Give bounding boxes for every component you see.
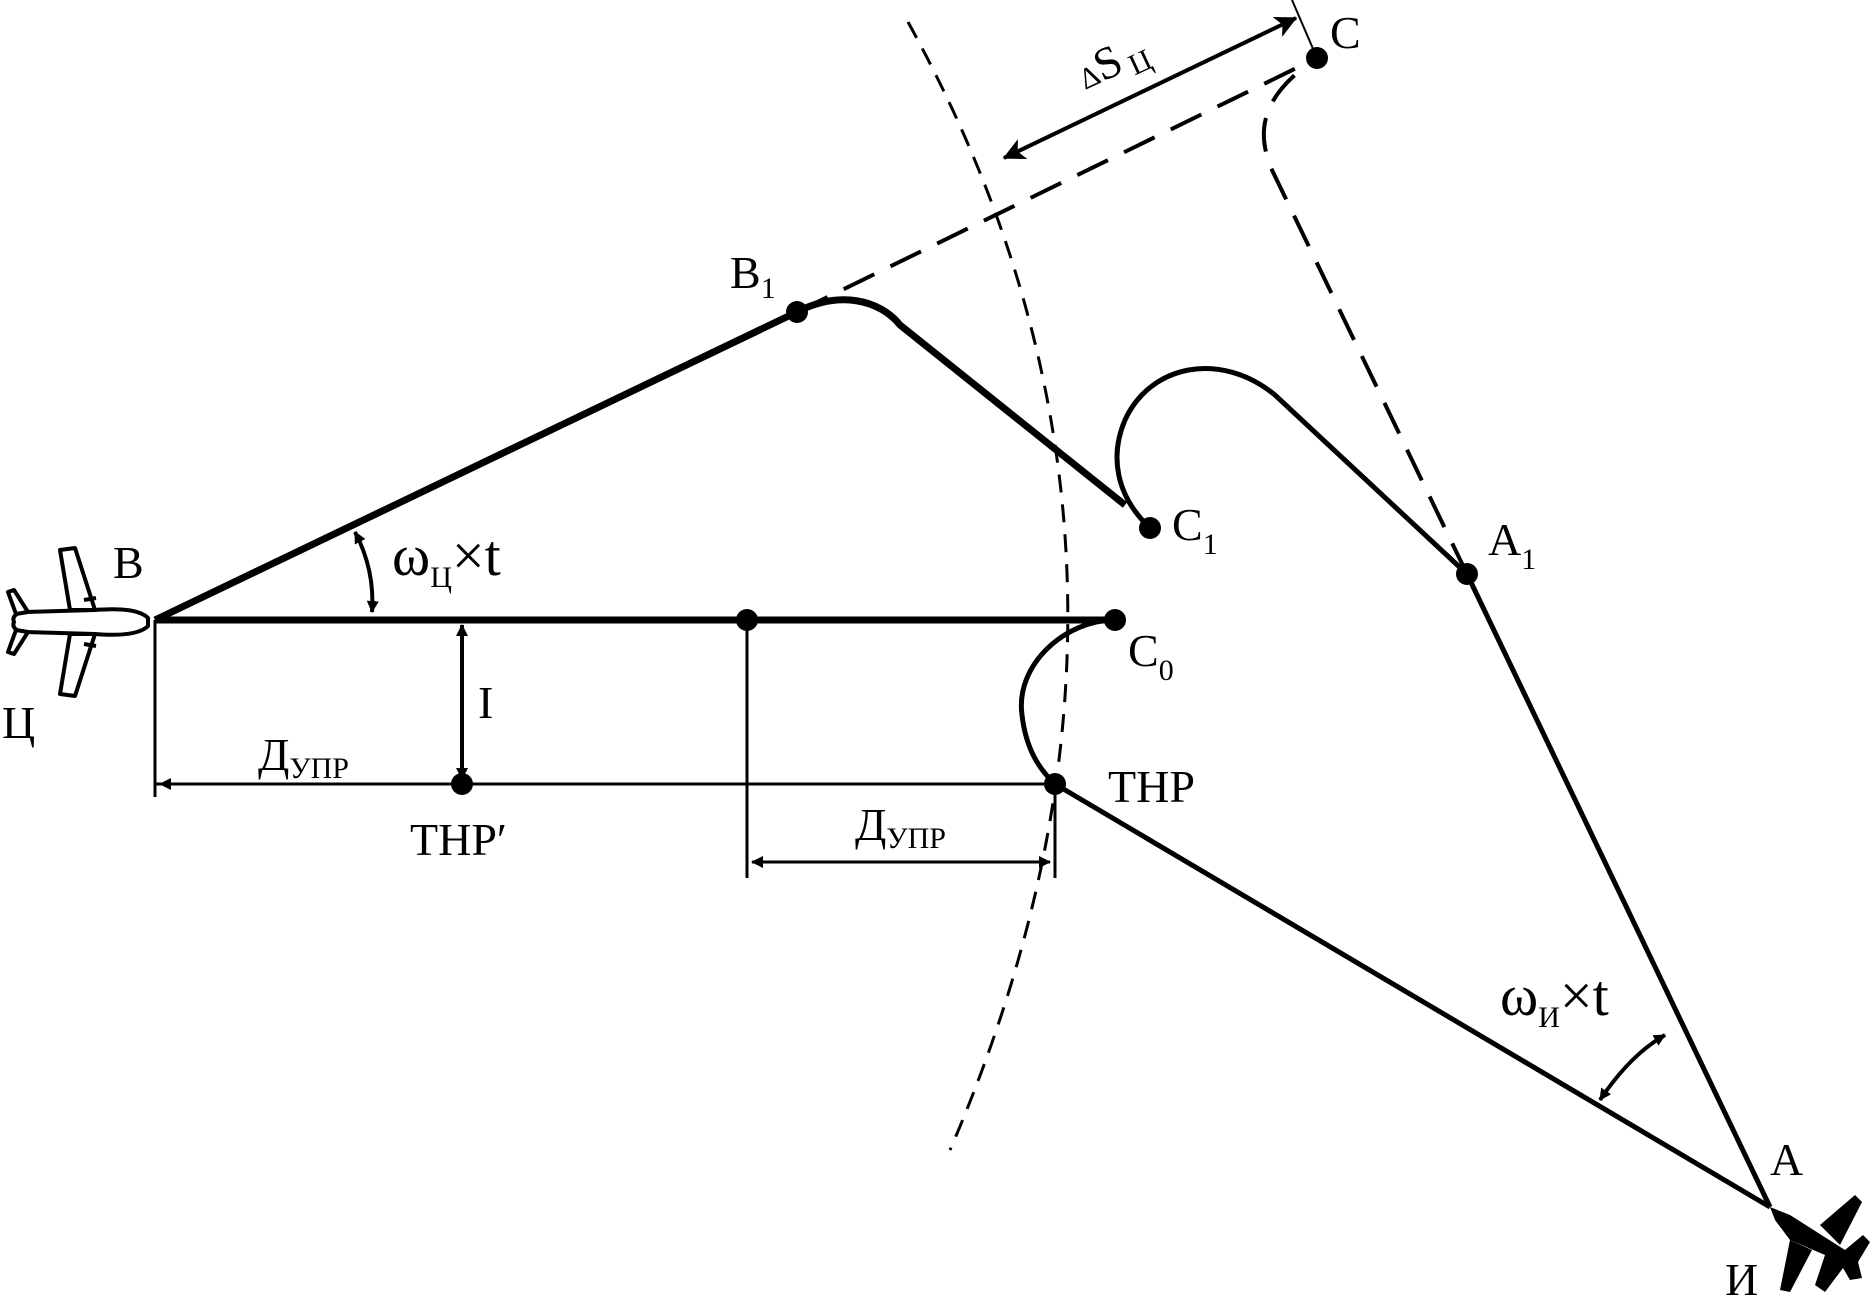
label-b1: В1 [730,247,776,305]
target-aircraft-icon [6,546,150,698]
b1-c1-path [795,296,1128,508]
label-b: В [113,537,144,588]
label-d-upr-right: ДУПР [855,799,946,855]
point-b1 [786,301,808,323]
point-mid [736,609,758,631]
omega-interceptor-arc [1598,1033,1666,1102]
range-arc [906,21,1070,1151]
label-c0: С0 [1128,625,1174,687]
c0-tnr-turn [1018,617,1116,786]
a1-c-dashed-path [1261,56,1469,575]
point-c [1306,47,1328,69]
point-a1 [1456,563,1478,585]
label-a1: А1 [1488,514,1536,576]
point-c1 [1139,517,1161,539]
label-a: А [1770,1134,1803,1185]
label-c: С [1330,7,1361,58]
label-target: Ц [2,697,35,748]
label-d-upr-left: ДУПР [258,729,349,785]
point-tnr-prime [451,773,473,795]
delta-s-arrow [1002,16,1298,160]
target-turned-track [153,308,799,624]
label-omega-interceptor: ωИ×t [1500,963,1609,1034]
point-c0 [1104,609,1126,631]
interceptor-track-line [1053,781,1772,1210]
interceptor-heading-line [1464,572,1773,1209]
label-c1: С1 [1172,499,1218,561]
omega-target-arc [353,531,379,613]
target-extrapolated-track [796,56,1318,314]
label-omega-target: ωЦ×t [392,523,501,594]
point-tnr [1044,773,1066,795]
interceptor-aircraft-icon [1770,1195,1870,1292]
label-tnr: ТНР [1108,761,1195,812]
a1-c1-path [1114,366,1469,576]
label-tnr-prime: ТНР′ [410,814,507,865]
label-interceptor: И [1725,1254,1758,1299]
label-i: I [478,677,493,728]
